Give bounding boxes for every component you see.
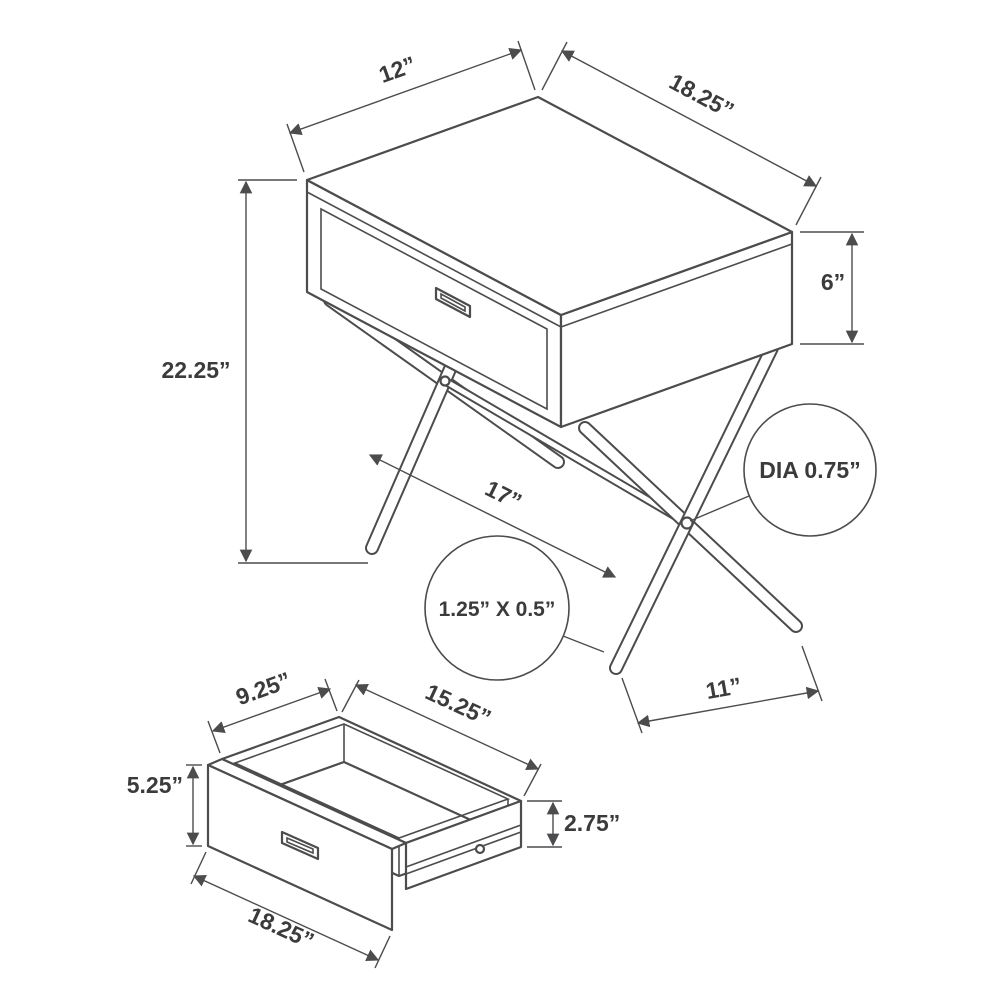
dim-label-side-height: 2.75” <box>564 810 620 836</box>
right-front-leg-fill <box>611 343 777 673</box>
slide-rail-line <box>405 831 522 875</box>
table-box <box>305 95 794 429</box>
callout-label-diameter: DIA 0.75” <box>759 457 860 483</box>
dim-label-top-depth: 12” <box>375 51 419 88</box>
dimension-side-height: 2.75” <box>527 800 620 848</box>
callout-circle <box>424 535 570 681</box>
extension-line <box>207 720 221 754</box>
leader-line <box>562 635 605 653</box>
dim-label-stretcher: 17” <box>481 475 526 515</box>
dimension-base-depth: 11” <box>621 645 823 734</box>
extension-line <box>795 176 822 226</box>
extension-line <box>324 678 338 712</box>
dimension-line <box>560 50 818 187</box>
extension-line <box>190 851 207 885</box>
drawer-detail-view: 9.25” 15.25” 5.25” 2.75” 18. <box>127 667 620 969</box>
dimension-front-height: 5.25” <box>127 764 202 847</box>
callout-label-profile: 1.25” X 0.5” <box>439 598 556 621</box>
drawer-front-outline <box>320 207 548 411</box>
slide-roller <box>474 843 486 855</box>
drawer-handle-inner <box>440 292 466 313</box>
extension-line <box>523 763 542 797</box>
table-assembly-view: 12” 18.25” 6” 22.25” 17” <box>161 40 877 734</box>
dim-label-top-width: 18.25” <box>665 68 738 123</box>
drawer-detail-handle-inner <box>286 836 314 855</box>
dim-label-back-width: 15.25” <box>422 678 496 731</box>
stretcher-fill <box>443 378 689 526</box>
leader-line <box>689 495 750 522</box>
callout-leg-profile: 1.25” X 0.5” <box>424 535 605 681</box>
dimension-stretcher: 17” <box>368 454 617 578</box>
left-bolt <box>439 375 451 387</box>
extension-line <box>621 677 643 734</box>
dimension-overall-height: 22.25” <box>161 179 368 564</box>
slide-rail-line <box>405 824 522 868</box>
dimension-line <box>211 686 332 734</box>
dimension-line <box>354 684 540 770</box>
dimension-line <box>636 686 820 728</box>
drawer-rim-inner <box>232 723 511 839</box>
dimension-line <box>288 47 523 136</box>
tabletop-thickness-edge <box>306 191 793 328</box>
dim-label-front-height: 5.25” <box>127 772 183 798</box>
right-bolt <box>680 516 694 530</box>
drawer-detail-handle <box>280 830 320 861</box>
dim-label-overall-height: 22.25” <box>161 357 230 383</box>
dim-label-side-depth: 9.25” <box>232 667 294 711</box>
dim-label-drawer-height: 6” <box>821 269 845 295</box>
callout-circle <box>743 403 877 537</box>
extension-line <box>541 41 568 91</box>
dimension-line <box>368 454 617 578</box>
extension-line <box>374 935 391 969</box>
callout-leg-diameter: DIA 0.75” <box>689 403 877 537</box>
extension-line <box>517 40 536 91</box>
dim-label-front-width: 18.25” <box>245 902 319 954</box>
dim-label-base-depth: 11” <box>704 672 744 704</box>
dimension-line <box>192 874 380 962</box>
dimension-drawer-height: 6” <box>800 231 864 345</box>
stretcher-bar <box>442 377 690 527</box>
